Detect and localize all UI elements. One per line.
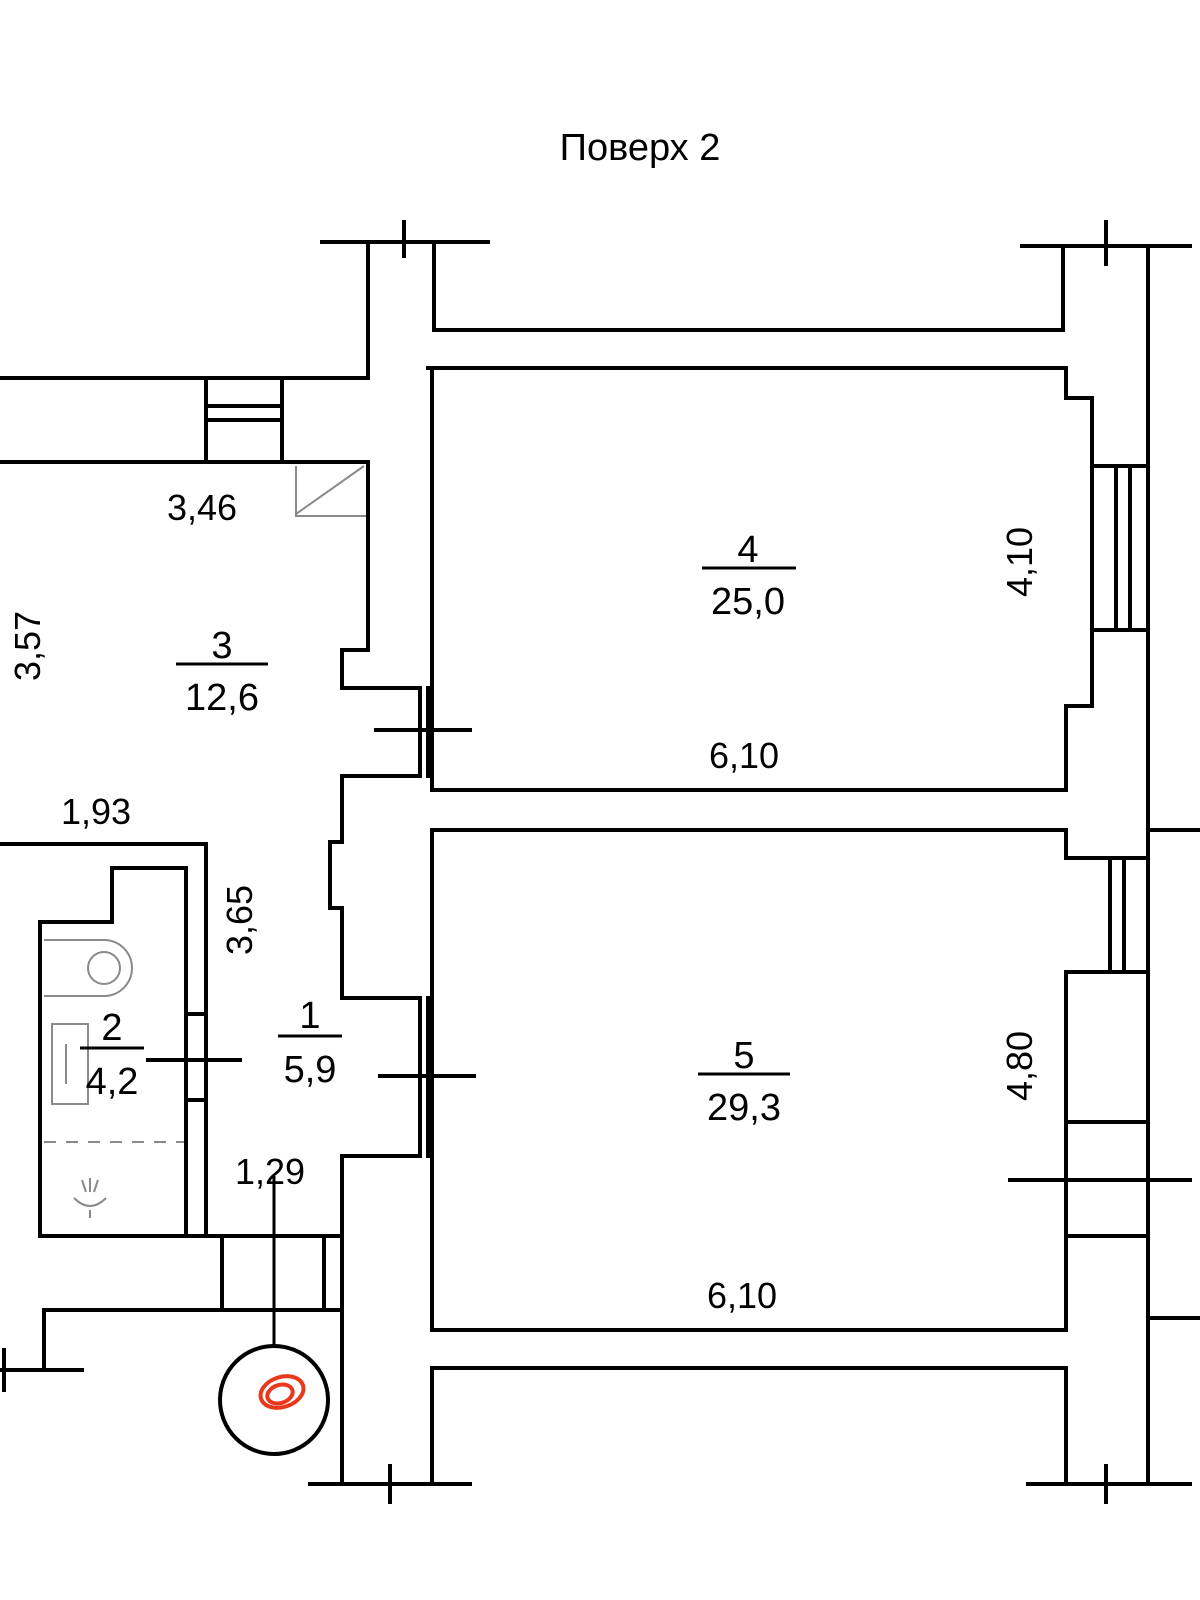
entrance-door xyxy=(218,1176,330,1456)
room-2-walls xyxy=(38,866,208,1238)
dimension-room-5-height: 4,80 xyxy=(999,1031,1040,1101)
room-1-label: 1 5,9 xyxy=(278,995,342,1091)
entrance-marker-icon xyxy=(258,1374,306,1410)
dimension-room-3-width: 3,46 xyxy=(167,487,237,528)
room-3-label: 3 12,6 xyxy=(176,625,268,719)
room-number: 1 xyxy=(299,995,320,1037)
door-room-5-right xyxy=(1008,1120,1192,1238)
door-swing-room-3 xyxy=(295,465,366,517)
room-number: 5 xyxy=(733,1035,754,1077)
dimension-room-4-width: 6,10 xyxy=(709,735,779,776)
dimension-corridor-height: 3,65 xyxy=(219,885,260,955)
room-area: 5,9 xyxy=(284,1049,337,1091)
toilet-icon xyxy=(51,1023,89,1105)
dimension-corridor-width: 1,29 xyxy=(235,1151,305,1192)
dimension-room-5-width: 6,10 xyxy=(707,1275,777,1316)
room-area: 4,2 xyxy=(86,1061,139,1103)
room-number: 4 xyxy=(737,529,758,571)
room-area: 25,0 xyxy=(711,581,785,623)
floor-title: Поверх 2 xyxy=(560,127,721,169)
room-5-walls xyxy=(430,828,1200,1486)
door-room-5 xyxy=(378,996,476,1158)
dimension-room-4-height: 4,10 xyxy=(999,527,1040,597)
room-2-label: 2 4,2 xyxy=(80,1007,144,1103)
door-room-4 xyxy=(374,686,472,778)
room-area: 12,6 xyxy=(185,677,259,719)
room-area: 29,3 xyxy=(707,1087,781,1129)
room-3-walls xyxy=(0,460,422,1238)
bottom-wall xyxy=(0,1234,1192,1504)
top-left-wall xyxy=(0,220,1192,832)
room-number: 3 xyxy=(211,625,232,667)
window-top-left xyxy=(204,376,284,464)
dimension-room-3-height: 3,57 xyxy=(7,611,48,681)
bathtub-icon xyxy=(44,939,133,997)
window-room-5 xyxy=(1064,856,1150,974)
dimension-room-3-bottom: 1,93 xyxy=(61,791,131,832)
window-room-4 xyxy=(1090,464,1150,632)
door-room-2 xyxy=(146,1012,242,1102)
sink-icon xyxy=(73,1178,107,1218)
room-4-label: 4 25,0 xyxy=(702,529,796,623)
room-5-label: 5 29,3 xyxy=(698,1035,790,1129)
room-number: 2 xyxy=(101,1007,122,1049)
room-4-walls xyxy=(426,366,1094,792)
